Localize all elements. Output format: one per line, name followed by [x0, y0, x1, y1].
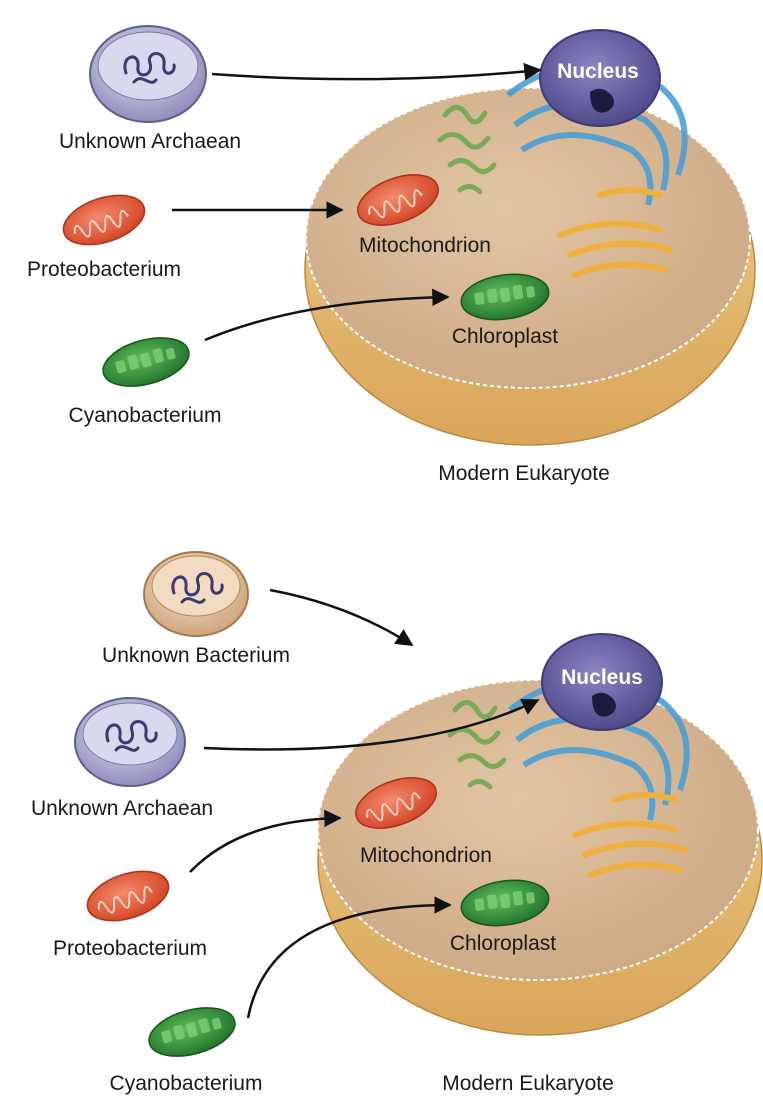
unknown-archaean [75, 698, 185, 786]
archaean-label: Unknown Archaean [31, 797, 213, 820]
archaean-to-nucleus-arrow [212, 70, 540, 79]
panel-1: Nucleus Mitochondrion Chloroplast Modern… [27, 26, 755, 485]
bacterium-label: Unknown Bacterium [102, 644, 290, 667]
proteobacterium-label: Proteobacterium [53, 937, 207, 960]
nucleus-label: Nucleus [557, 60, 639, 83]
modern-eukaryote-caption: Modern Eukaryote [442, 1072, 614, 1095]
chloroplast-label: Chloroplast [452, 325, 558, 348]
proteobacterium [57, 186, 150, 254]
proteobacterium-label: Proteobacterium [27, 258, 181, 281]
cyanobacterium [98, 329, 194, 394]
unknown-bacterium [144, 552, 248, 636]
unknown-archaean [90, 26, 206, 122]
cyanobacterium-label: Cyanobacterium [110, 1072, 263, 1095]
mitochondrion-label: Mitochondrion [359, 234, 491, 257]
chloroplast-label: Chloroplast [450, 932, 556, 955]
proteobacterium [81, 862, 174, 930]
mitochondrion-label: Mitochondrion [360, 844, 492, 867]
nucleus-label: Nucleus [561, 666, 643, 689]
cyanobacterium-label: Cyanobacterium [69, 404, 222, 427]
archaean-label: Unknown Archaean [59, 130, 241, 153]
modern-eukaryote-caption: Modern Eukaryote [438, 462, 610, 485]
bacterium-to-cell-arrow [270, 590, 412, 645]
cyanobacterium [144, 999, 240, 1064]
eukaryote-cell: Nucleus Mitochondrion Chloroplast [318, 634, 762, 1035]
eukaryote-cell: Nucleus Mitochondrion Chloroplast [305, 30, 755, 445]
panel-2: Nucleus Mitochondrion Chloroplast Modern… [31, 552, 762, 1095]
